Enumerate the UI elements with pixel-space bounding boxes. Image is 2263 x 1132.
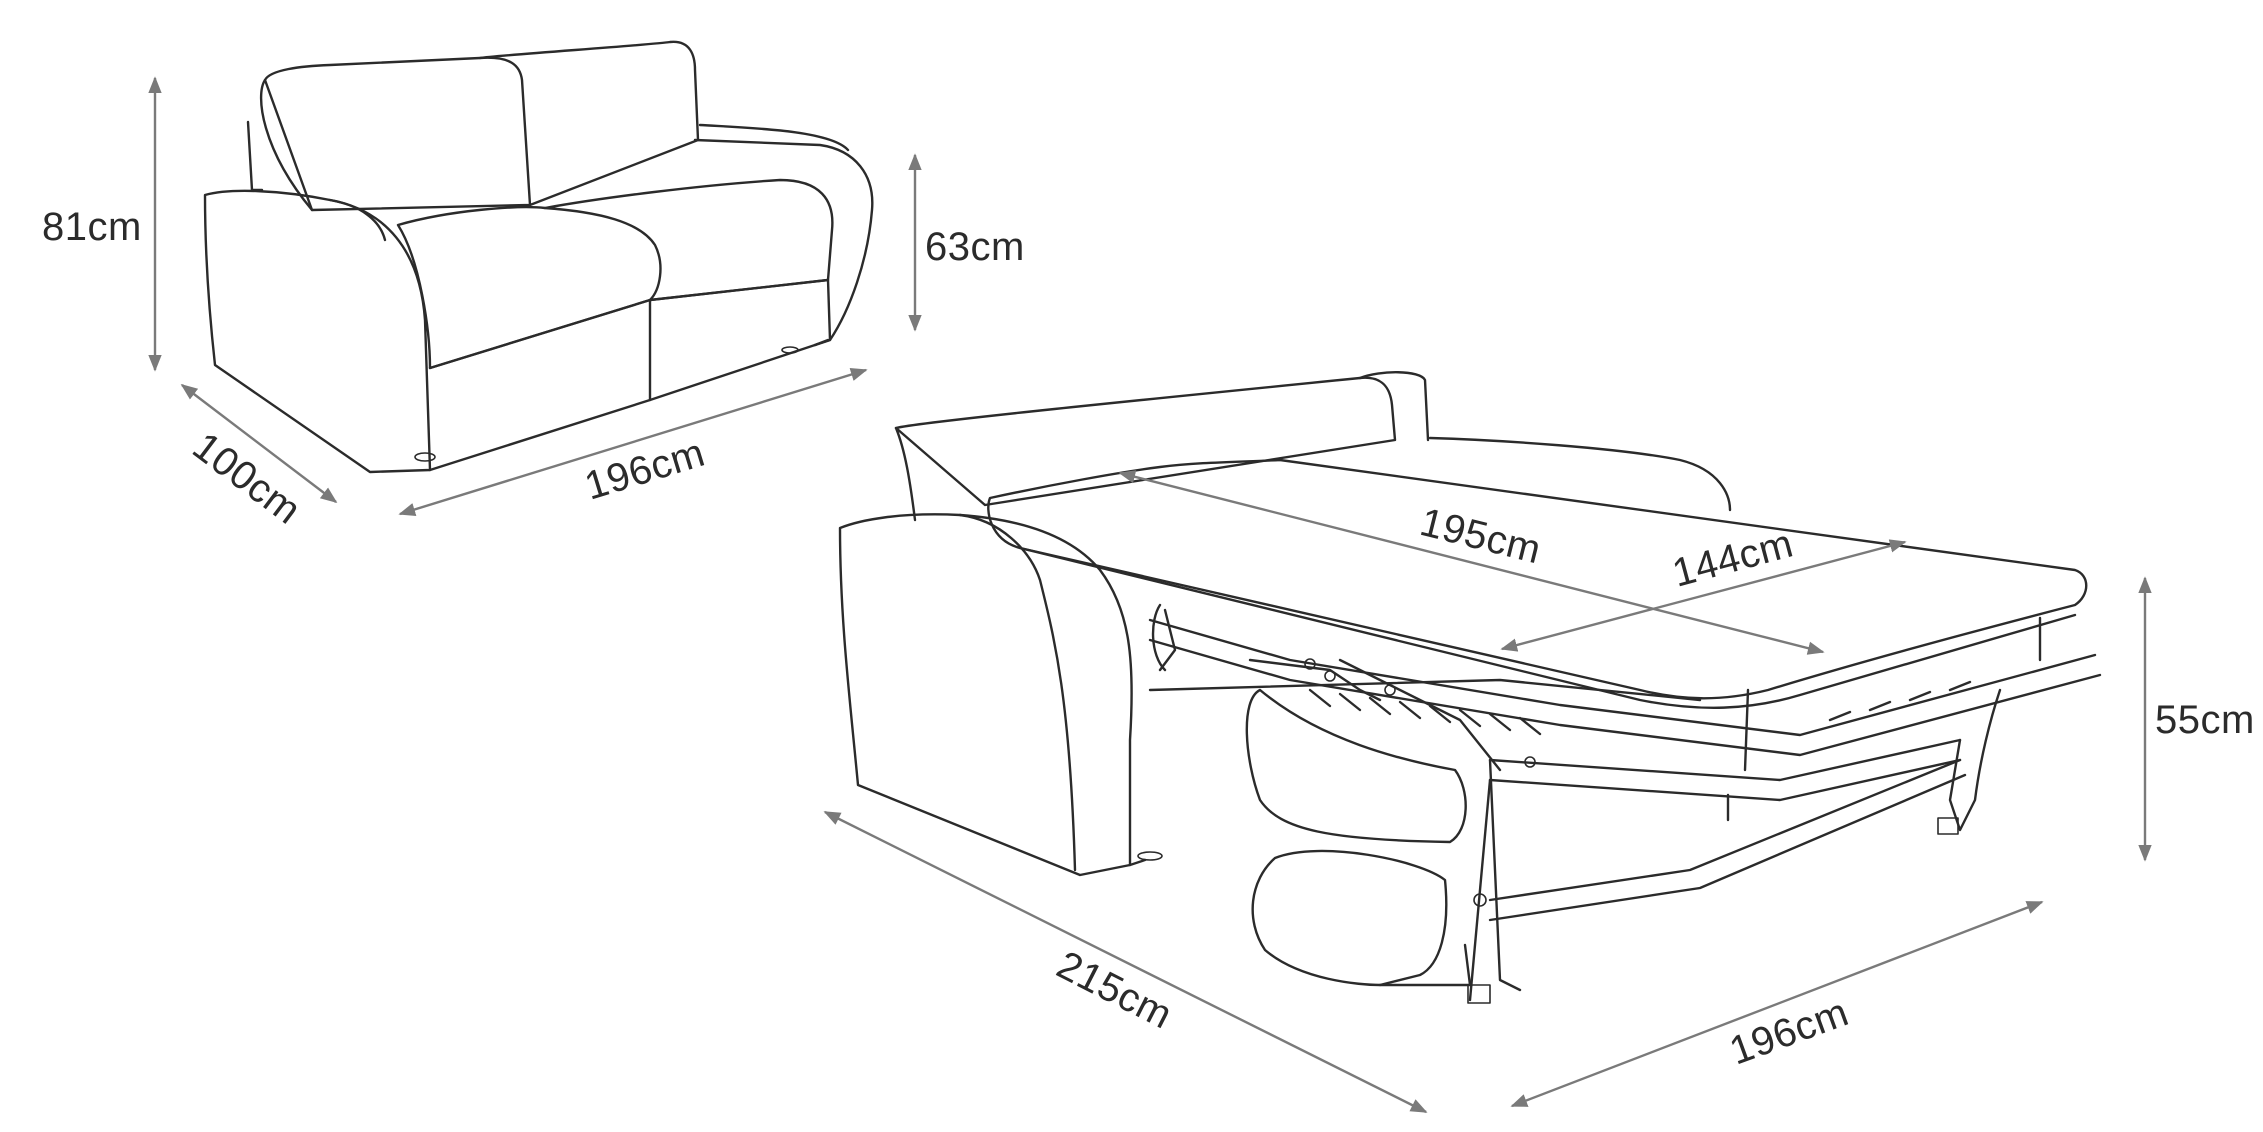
sofa-depth-dimension-line (180, 383, 338, 504)
bed-height-label: 55cm (2155, 698, 2255, 742)
mattress-length-label: 195cm (1416, 500, 1546, 572)
dimension-lines (148, 76, 2152, 1114)
mattress-width-dimension-line (1500, 539, 1907, 652)
mattress-width-label: 144cm (1668, 521, 1798, 595)
sofa-depth-label: 100cm (185, 424, 309, 533)
sofa-height-label: 81cm (42, 205, 142, 249)
sofa-width-dimension-line (398, 368, 868, 516)
sofa-width-label: 196cm (580, 431, 710, 509)
open-sofa-bed-drawing (838, 371, 2102, 1004)
bed-width-dimension-line (1510, 900, 2044, 1108)
bed-width-label: 196cm (1724, 990, 1854, 1073)
closed-sofa-drawing (203, 40, 874, 474)
dimension-labels: 81cm 63cm 100cm 196cm 195cm 144cm 55cm 2… (42, 205, 2255, 1073)
bed-length-dimension-line (823, 810, 1428, 1114)
seat-height-label: 63cm (925, 225, 1025, 269)
